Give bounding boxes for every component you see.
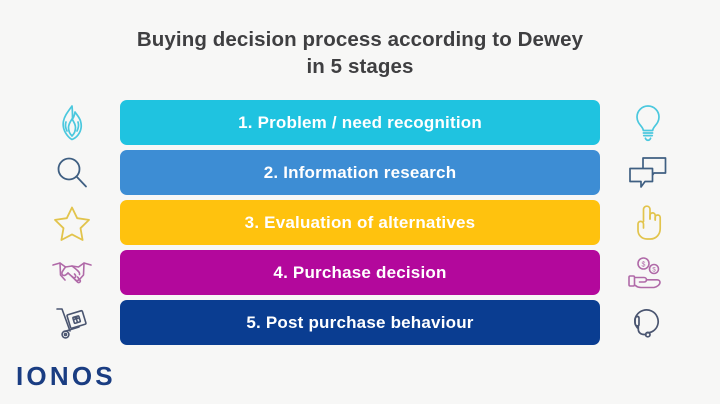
star-icon	[48, 200, 96, 245]
stage-label-5: 5. Post purchase behaviour	[246, 312, 474, 332]
speech-bubbles-icon	[624, 150, 672, 195]
stage-row: 2. Information research	[120, 150, 600, 195]
stage-row: 4. Purchase decision	[120, 250, 600, 295]
stage-label-2: 2. Information research	[263, 162, 457, 182]
headset-support-icon	[624, 300, 672, 345]
hand-truck-package-icon	[48, 300, 96, 345]
stage-row: 1. Problem / need recognition	[120, 100, 600, 145]
stage-label-4: 4. Purchase decision	[273, 262, 447, 282]
stage-bar-2[interactable]: 2. Information research	[120, 150, 600, 195]
stage-bar-3[interactable]: 3. Evaluation of alternatives	[120, 200, 600, 245]
svg-text:$: $	[642, 261, 646, 268]
hand-with-coins-icon: $ $	[624, 250, 672, 295]
page-title: Buying decision process according to Dew…	[0, 26, 720, 80]
stage-row: 5. Post purchase behaviour	[120, 300, 600, 345]
stage-bar-4[interactable]: 4. Purchase decision	[120, 250, 600, 295]
svg-text:$: $	[652, 267, 656, 273]
page-title-line-2: in 5 stages	[306, 55, 414, 78]
lightbulb-icon	[624, 100, 672, 145]
magnifier-icon	[48, 150, 96, 195]
pointing-hand-icon	[624, 200, 672, 245]
handshake-icon	[48, 250, 96, 295]
flame-icon	[48, 100, 96, 145]
page-title-line-1: Buying decision process according to Dew…	[136, 28, 584, 51]
ionos-logo: IONOS	[16, 361, 116, 391]
stage-bar-1[interactable]: 1. Problem / need recognition	[120, 100, 600, 145]
stage-bar-5[interactable]: 5. Post purchase behaviour	[120, 300, 600, 345]
stage-label-1: 1. Problem / need recognition	[238, 112, 482, 132]
stage-row: 3. Evaluation of alternatives	[120, 200, 600, 245]
stage-label-3: 3. Evaluation of alternatives	[244, 212, 476, 232]
stage-list: 1. Problem / need recognition 2. Informa…	[120, 100, 600, 350]
